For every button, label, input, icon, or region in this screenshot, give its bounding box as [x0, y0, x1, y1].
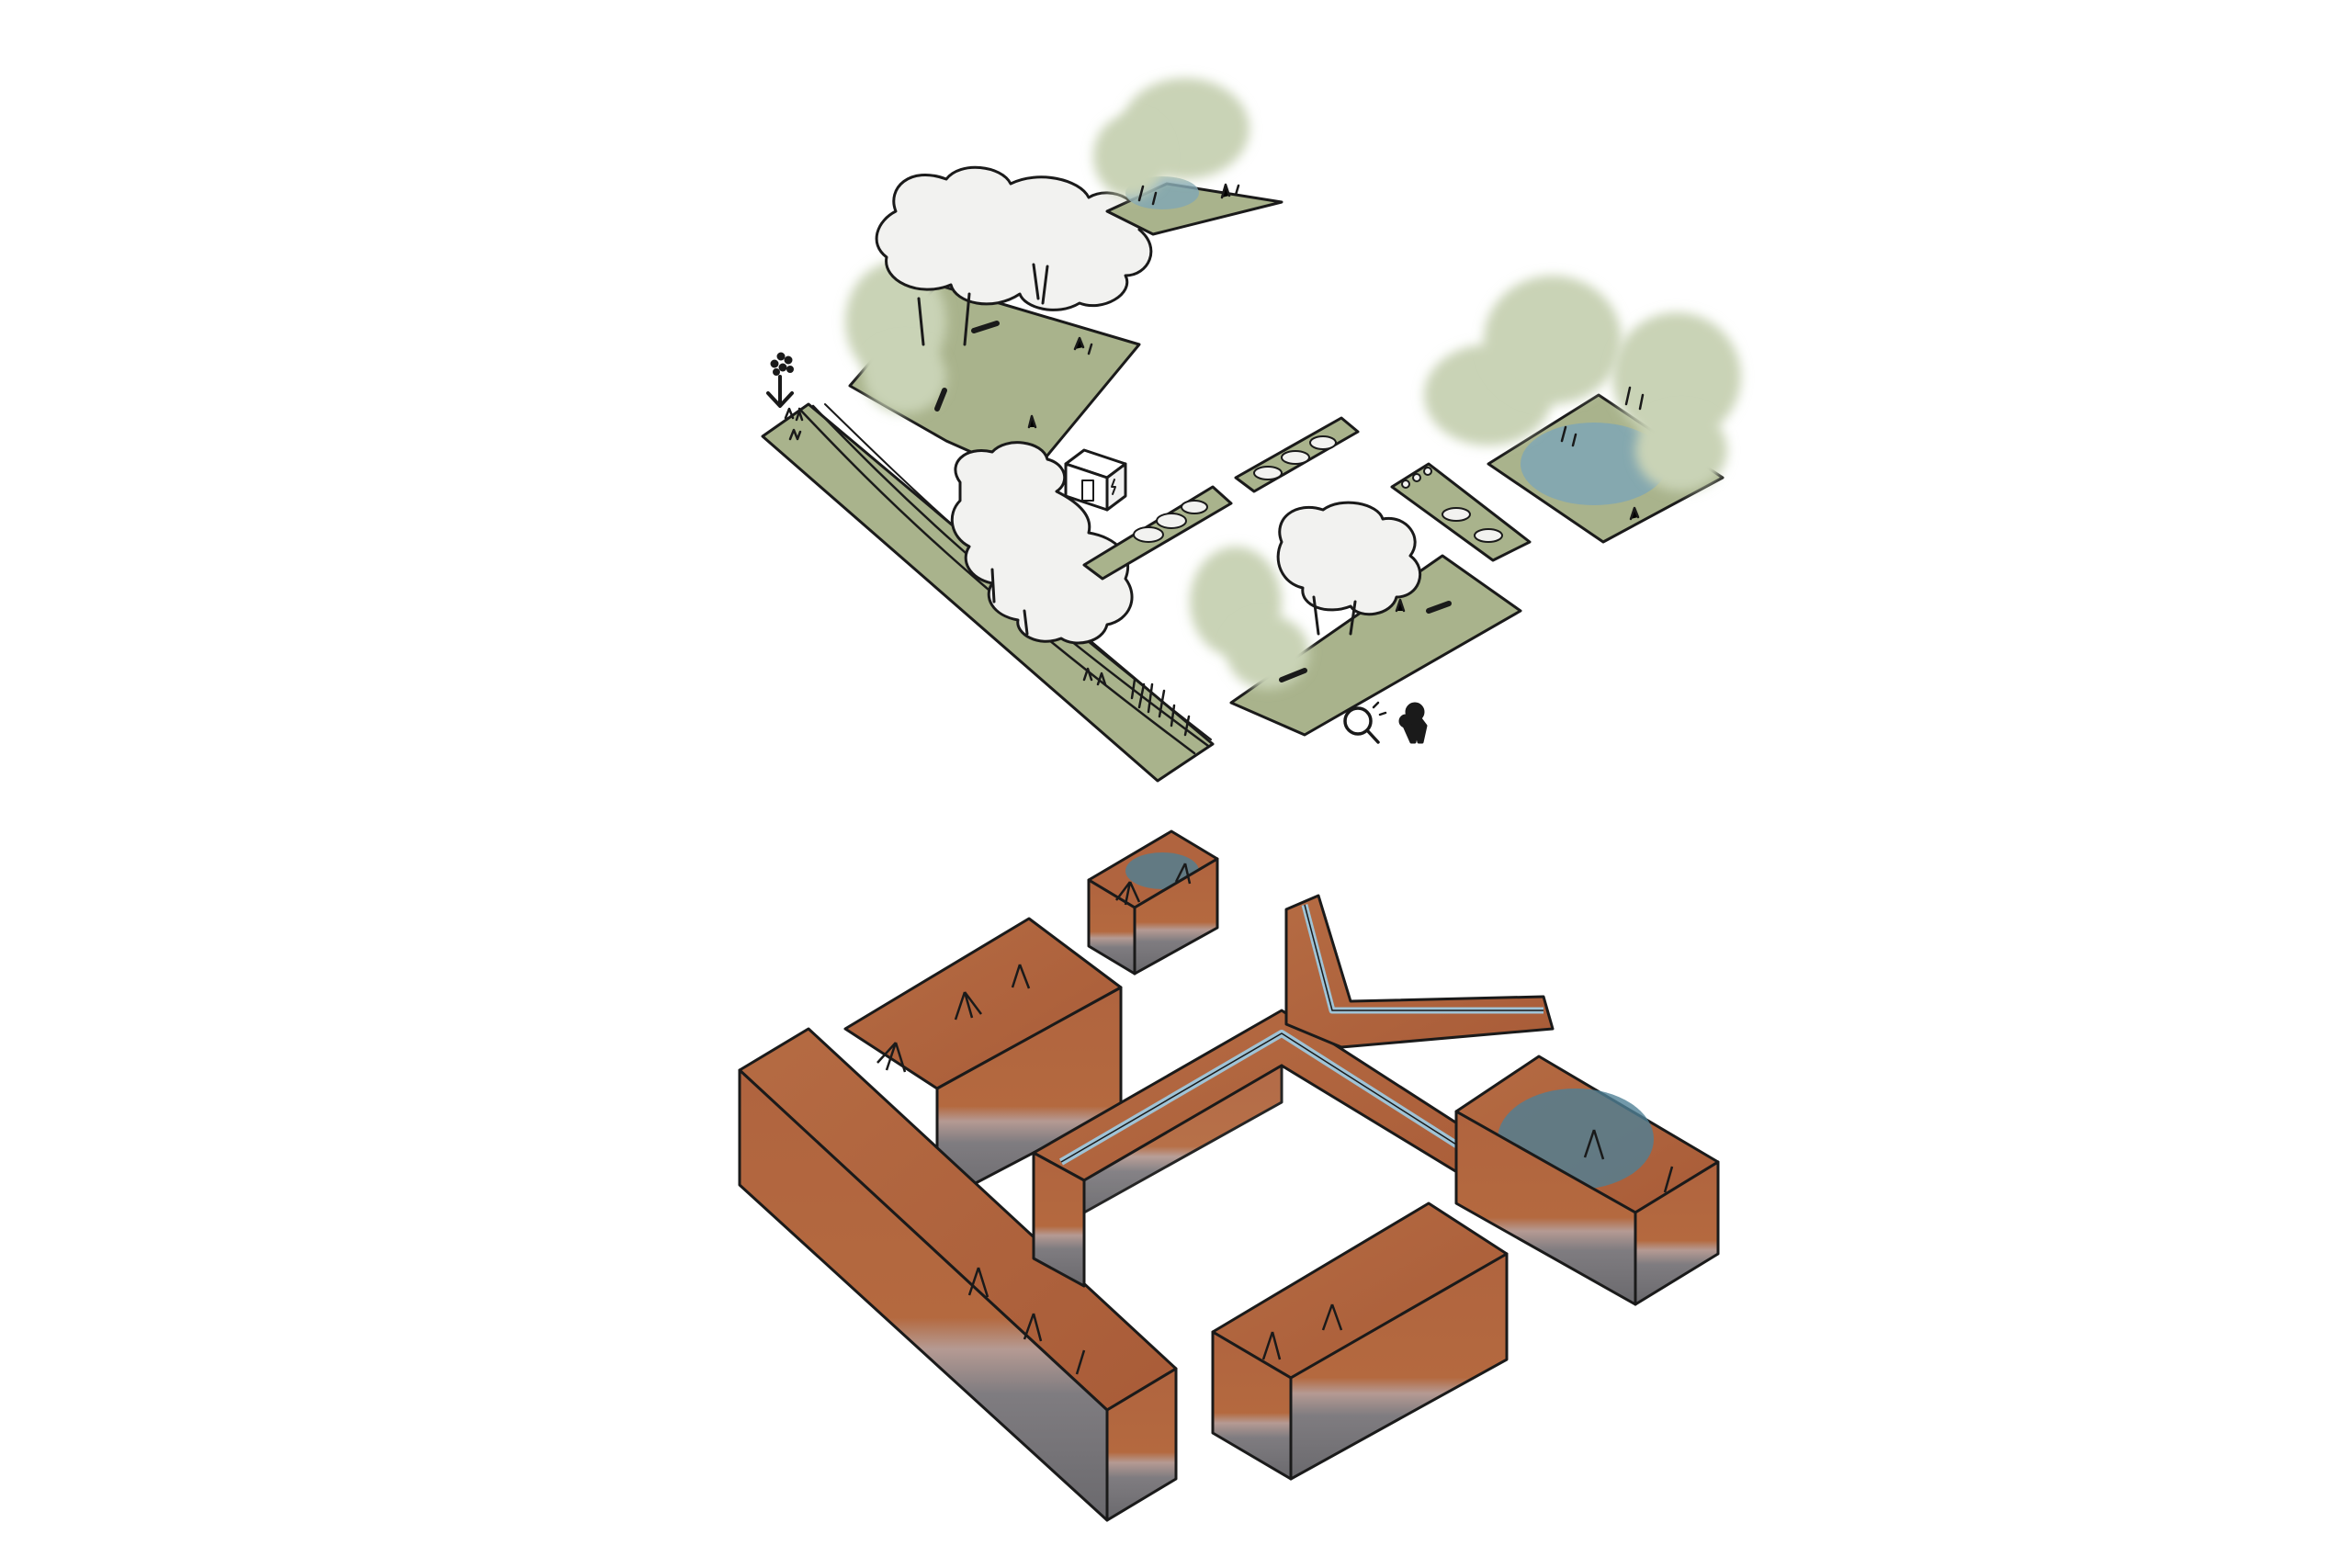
pond-plane-right — [1424, 276, 1741, 544]
meadow-plane-lower — [1190, 501, 1522, 737]
stepping-stone-strips — [1082, 416, 1532, 581]
soil-block-long-diagonal — [738, 1027, 1178, 1522]
meadow-plane-upper — [845, 165, 1153, 479]
people-icon — [1398, 702, 1428, 744]
subsurface-layer — [738, 829, 1720, 1522]
utility-cabinet-icon — [1064, 448, 1127, 512]
canopy-middle — [950, 441, 1134, 645]
magnifier-icon — [1343, 701, 1387, 744]
soil-block-pond-right — [1454, 1055, 1720, 1306]
soil-block-bottom — [1211, 1201, 1509, 1481]
grass-tufts — [784, 407, 1191, 737]
soil-block-pond-top — [1087, 829, 1219, 976]
soil-block-pipe-branch — [1284, 894, 1555, 1049]
surface-layer — [761, 78, 1741, 783]
pond-plane-top — [1093, 78, 1283, 236]
rainfall-arrow-icon — [766, 352, 794, 408]
